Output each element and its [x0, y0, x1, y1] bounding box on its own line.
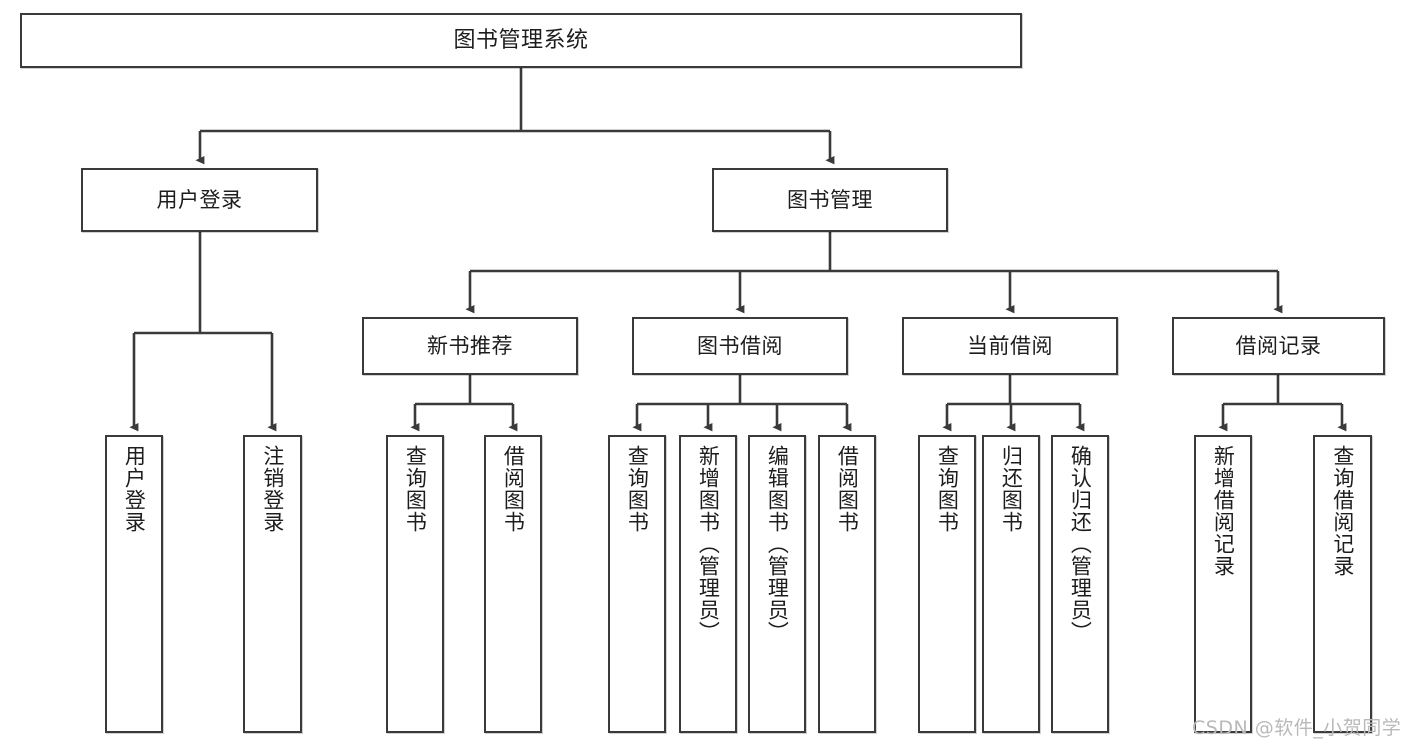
- node-current-borrow-label: 当前借阅: [967, 333, 1053, 358]
- node-leaf-query-book-2-label: 查询图书: [625, 445, 650, 533]
- node-leaf-query-book-1-label: 查询图书: [403, 445, 428, 533]
- node-leaf-query-book-3-label: 查询图书: [935, 445, 960, 533]
- node-leaf-logout[interactable]: 注销登录: [243, 435, 302, 733]
- node-leaf-confirm-return-label: 确认归还（管理员）: [1068, 445, 1093, 643]
- node-current-borrow[interactable]: 当前借阅: [902, 317, 1118, 375]
- node-user-login[interactable]: 用户登录: [81, 168, 318, 232]
- node-book-borrow-label: 图书借阅: [697, 333, 783, 358]
- node-book-manage-label: 图书管理: [787, 187, 873, 212]
- node-borrow-record-label: 借阅记录: [1235, 333, 1322, 358]
- node-new-book-rec-label: 新书推荐: [427, 333, 513, 358]
- node-leaf-borrow-book-2-label: 借阅图书: [835, 445, 860, 533]
- node-leaf-query-record-label: 查询借阅记录: [1330, 445, 1355, 577]
- node-leaf-add-book[interactable]: 新增图书（管理员）: [679, 435, 737, 733]
- node-leaf-query-book-2[interactable]: 查询图书: [608, 435, 666, 733]
- node-root-label: 图书管理系统: [453, 27, 589, 53]
- node-leaf-add-book-label: 新增图书（管理员）: [696, 445, 721, 643]
- node-book-manage[interactable]: 图书管理: [712, 168, 948, 232]
- node-leaf-add-record[interactable]: 新增借阅记录: [1194, 435, 1252, 733]
- node-root[interactable]: 图书管理系统: [20, 13, 1022, 68]
- node-leaf-user-login[interactable]: 用户登录: [105, 435, 163, 733]
- node-borrow-record[interactable]: 借阅记录: [1172, 317, 1385, 375]
- node-new-book-rec[interactable]: 新书推荐: [362, 317, 578, 375]
- node-leaf-edit-book[interactable]: 编辑图书（管理员）: [748, 435, 806, 733]
- csdn-watermark: CSDN @软件_小贺同学: [1192, 717, 1402, 739]
- node-leaf-add-record-label: 新增借阅记录: [1211, 445, 1236, 577]
- node-leaf-query-book-3[interactable]: 查询图书: [918, 435, 976, 733]
- node-book-borrow[interactable]: 图书借阅: [632, 317, 848, 375]
- node-leaf-borrow-book-1-label: 借阅图书: [501, 445, 526, 533]
- node-user-login-label: 用户登录: [156, 187, 243, 212]
- node-leaf-confirm-return[interactable]: 确认归还（管理员）: [1051, 435, 1109, 733]
- node-leaf-query-book-1[interactable]: 查询图书: [386, 435, 444, 733]
- node-leaf-return-book[interactable]: 归还图书: [982, 435, 1040, 733]
- node-leaf-edit-book-label: 编辑图书（管理员）: [765, 445, 790, 643]
- node-leaf-user-login-label: 用户登录: [122, 445, 147, 533]
- node-leaf-logout-label: 注销登录: [260, 445, 285, 533]
- node-leaf-borrow-book-1[interactable]: 借阅图书: [484, 435, 542, 733]
- node-leaf-query-record[interactable]: 查询借阅记录: [1313, 435, 1372, 733]
- node-leaf-return-book-label: 归还图书: [999, 445, 1024, 533]
- node-leaf-borrow-book-2[interactable]: 借阅图书: [818, 435, 876, 733]
